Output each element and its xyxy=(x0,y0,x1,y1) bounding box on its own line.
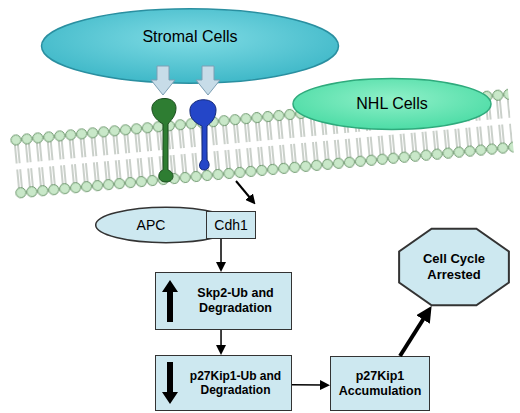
node-text: APC xyxy=(137,217,166,234)
node-text: Skp2-Ub and Degradation xyxy=(184,286,287,316)
node-text: Cdh1 xyxy=(214,217,247,234)
ellipse-shape xyxy=(293,79,491,130)
process-box: Skp2-Ub and Degradation xyxy=(155,272,292,330)
outcome-octagon: Cell Cycle Arrested xyxy=(398,228,510,306)
flow-arrow xyxy=(220,239,222,265)
node-text: Cell Cycle Arrested xyxy=(412,251,496,282)
cell-ellipse: NHL Cells xyxy=(292,78,492,130)
ellipse-shape xyxy=(42,9,339,83)
node-text: NHL Cells xyxy=(356,94,427,113)
receptor-symbol xyxy=(190,100,216,170)
flow-arrow xyxy=(400,315,426,356)
flow-arrow xyxy=(292,384,323,386)
process-box: p27Kip1 Accumulation xyxy=(330,356,430,411)
receptor-symbol xyxy=(152,98,176,182)
protein-box: Cdh1 xyxy=(206,211,256,239)
node-text: p27Kip1 Accumulation xyxy=(335,369,425,399)
process-box: p27Kip1-Ub and Degradation xyxy=(155,355,292,411)
octagon-shape xyxy=(399,229,509,305)
flow-arrow xyxy=(220,330,222,348)
node-text: Stromal Cells xyxy=(142,27,237,46)
signal-arrow xyxy=(236,181,251,199)
cell-ellipse: Stromal Cells xyxy=(40,8,340,84)
ellipse-outline xyxy=(40,8,340,84)
node-text: p27Kip1-Ub and Degradation xyxy=(183,369,288,398)
